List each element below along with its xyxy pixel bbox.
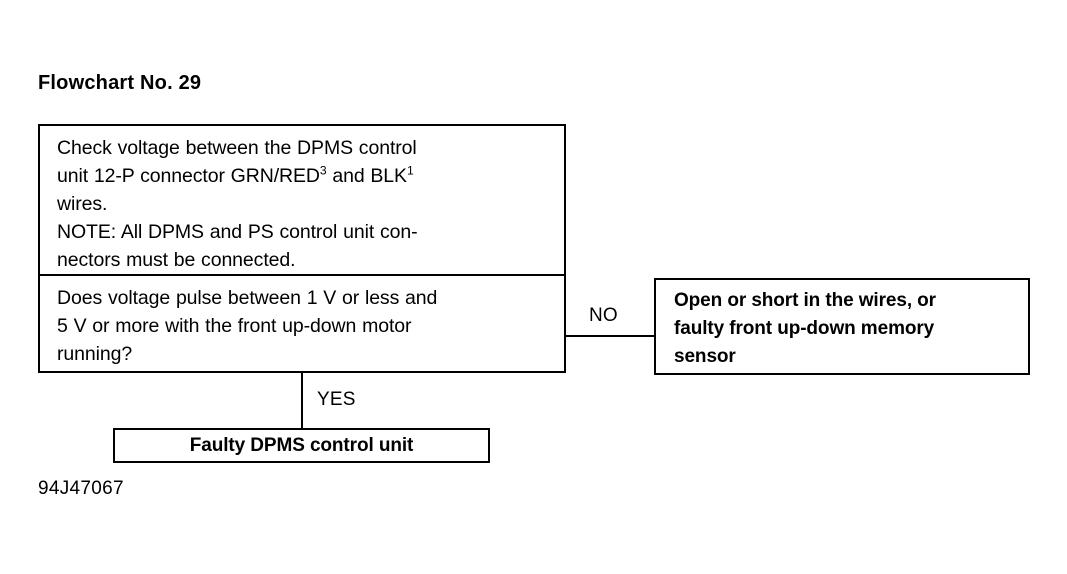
note-line-1: NOTE: All DPMS and PS control unit con- bbox=[57, 221, 418, 243]
page-title: Flowchart No. 29 bbox=[38, 72, 202, 94]
question-line-2: 5 V or more with the front up-down motor bbox=[57, 315, 412, 337]
instruction-line-1: Check voltage between the DPMS control bbox=[57, 137, 417, 159]
instruction-line-2: unit 12-P connector GRN/RED3 and BLK1 bbox=[57, 162, 548, 190]
decision-question-cell: Does voltage pulse between 1 V or less a… bbox=[40, 276, 564, 378]
instruction-line-2-text: unit 12-P connector GRN/RED bbox=[57, 165, 320, 187]
question-line-1: Does voltage pulse between 1 V or less a… bbox=[57, 287, 438, 309]
figure-caption: 94J47067 bbox=[38, 478, 124, 499]
check-question-box: Check voltage between the DPMS control u… bbox=[38, 124, 566, 373]
grn-red-superscript: 3 bbox=[319, 163, 327, 178]
yes-outcome-label: Faulty DPMS control unit bbox=[189, 434, 414, 456]
no-outcome-line-2: faulty front up-down memory bbox=[674, 318, 935, 339]
instruction-line-3: wires. bbox=[57, 193, 108, 215]
yes-outcome-box: Faulty DPMS control unit bbox=[113, 428, 490, 463]
connector-yes-branch bbox=[301, 371, 303, 430]
check-instruction-cell: Check voltage between the DPMS control u… bbox=[40, 126, 564, 276]
no-outcome-line-1: Open or short in the wires, or bbox=[674, 290, 936, 311]
no-outcome-line-3: sensor bbox=[674, 346, 736, 367]
branch-label-no: NO bbox=[589, 305, 618, 326]
connector-no-branch bbox=[565, 335, 656, 337]
no-outcome-box: Open or short in the wires, or faulty fr… bbox=[654, 278, 1030, 375]
question-line-3: running? bbox=[57, 343, 133, 365]
blk-superscript: 1 bbox=[406, 163, 414, 178]
instruction-line-2-mid: and BLK bbox=[326, 165, 407, 187]
branch-label-yes: YES bbox=[317, 389, 356, 410]
note-line-2: nectors must be connected. bbox=[57, 249, 296, 271]
